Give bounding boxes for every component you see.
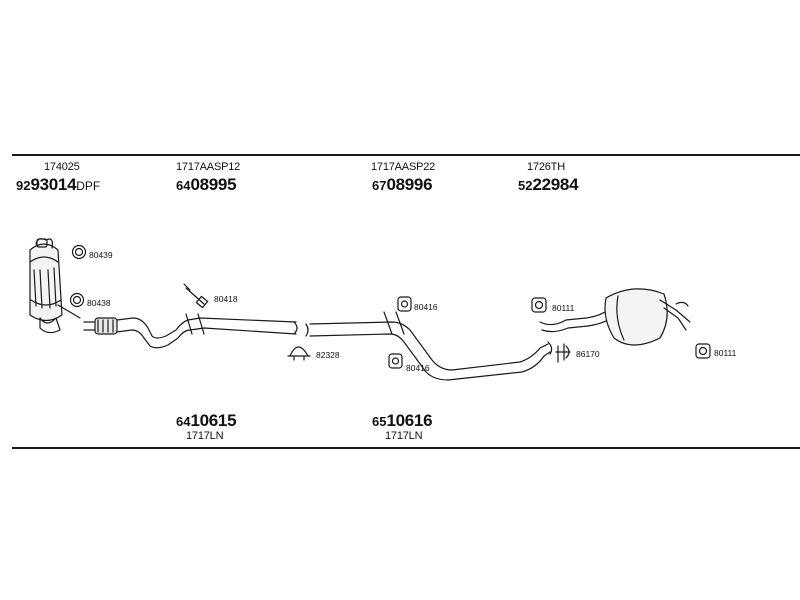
clamp-icon[interactable] xyxy=(69,292,85,308)
label-80111-rear: 80111 xyxy=(552,303,575,313)
bracket-icon[interactable] xyxy=(555,343,571,363)
part-ref-5: 1717LN xyxy=(186,430,224,442)
label-80439: 80439 xyxy=(89,250,113,260)
part-main: 08995 xyxy=(190,175,237,194)
part-ref-4: 1726TH xyxy=(527,161,565,173)
hanger-icon[interactable] xyxy=(695,343,711,359)
label-80438: 80438 xyxy=(87,298,111,308)
part-prefix: 52 xyxy=(518,178,533,193)
part-prefix: 67 xyxy=(372,178,387,193)
part-prefix: 64 xyxy=(176,414,191,429)
clamp-icon[interactable] xyxy=(287,346,311,361)
hanger-icon[interactable] xyxy=(397,296,412,312)
label-86170: 86170 xyxy=(576,349,600,359)
part-main: 08996 xyxy=(386,175,433,194)
part-main: 22984 xyxy=(532,175,579,194)
middle-pipe[interactable] xyxy=(305,311,553,381)
part-number-3[interactable]: 6708996 xyxy=(372,175,433,194)
part-number-2[interactable]: 6408995 xyxy=(176,175,237,194)
part-ref-2: 1717AASP12 xyxy=(176,161,241,173)
rear-silencer[interactable] xyxy=(539,288,691,346)
part-prefix: 65 xyxy=(372,414,387,429)
part-ref-3: 1717AASP22 xyxy=(371,161,436,173)
label-80416-top: 80416 xyxy=(414,302,438,312)
part-main: 93014 xyxy=(30,175,77,194)
dpf-unit[interactable] xyxy=(29,238,81,334)
hanger-icon[interactable] xyxy=(531,297,547,313)
label-80111-far: 80111 xyxy=(714,348,737,358)
part-suffix: DPF xyxy=(76,179,101,193)
bottom-divider xyxy=(12,447,800,449)
part-number-5[interactable]: 6410615 xyxy=(176,411,237,430)
bolt-icon[interactable] xyxy=(183,283,209,309)
part-ref-1: 174025 xyxy=(44,161,80,173)
part-ref-6: 1717LN xyxy=(385,430,423,442)
part-prefix: 92 xyxy=(16,178,31,193)
part-main: 10616 xyxy=(386,411,433,430)
clamp-icon[interactable] xyxy=(71,244,87,260)
part-number-1[interactable]: 9293014DPF xyxy=(16,176,100,194)
part-prefix: 64 xyxy=(176,178,191,193)
part-number-4[interactable]: 5222984 xyxy=(518,175,579,194)
part-number-6[interactable]: 6510616 xyxy=(372,411,433,430)
top-divider xyxy=(12,154,800,156)
label-80418: 80418 xyxy=(214,294,238,304)
part-main: 10615 xyxy=(190,411,237,430)
label-82328: 82328 xyxy=(316,350,340,360)
hanger-icon[interactable] xyxy=(388,353,403,369)
front-pipe[interactable] xyxy=(83,313,298,349)
label-80416-bottom: 80416 xyxy=(406,363,430,373)
